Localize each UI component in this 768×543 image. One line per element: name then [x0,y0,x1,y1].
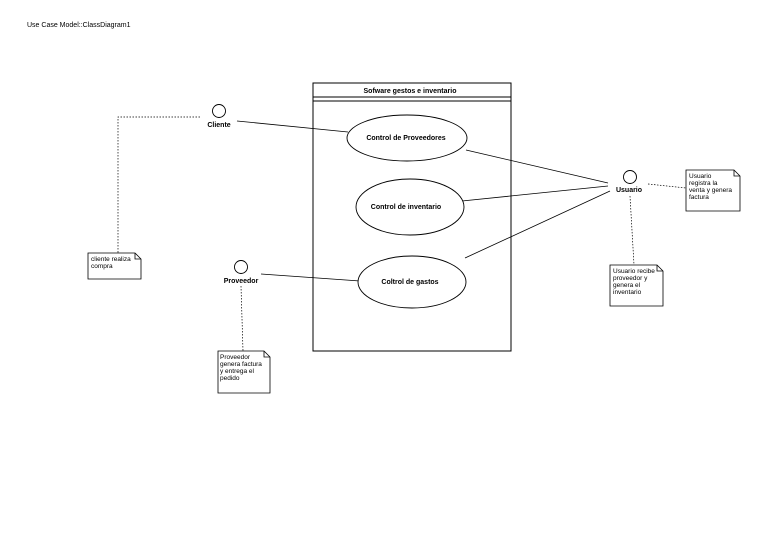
use-case-label: Control de inventario [371,204,441,211]
use-case-label: Coltrol de gastos [381,279,438,286]
note-line: y entrega el [220,368,255,375]
actor-cliente[interactable]: Cliente [207,104,231,130]
association-usuario-inventario [461,185,609,202]
note-line: cliente realiza [91,256,131,263]
note-proveedor[interactable]: Proveedor genera factura y entrega el pe… [217,350,271,394]
system-name: Sofware gestos e inventario [364,88,457,95]
connector-usuario-registra-note [647,183,687,189]
associations [236,120,611,282]
use-case-control-proveedores[interactable]: Control de Proveedores [346,114,468,162]
actor-label: Cliente [207,122,230,129]
note-line: Usuario recibe [613,268,655,275]
connector-usuario-recibe-note [629,195,635,266]
note-line: proveedor y [613,275,648,282]
connector-cliente-note [117,116,200,253]
association-usuario-gastos [464,190,611,259]
association-proveedor-gastos [260,273,361,282]
diagram-header: Use Case Model::ClassDiagram1 [27,22,131,29]
note-line: compra [91,263,113,270]
actor-proveedor[interactable]: Proveedor [224,260,259,286]
note-usuario-registra[interactable]: Usuario registra la venta y genera factu… [685,169,741,212]
note-line: venta y genera [689,187,732,194]
use-case-label: Control de Proveedores [366,135,445,142]
note-line: Usuario [689,173,712,180]
note-line: inventario [613,289,642,296]
note-cliente[interactable]: cliente realiza compra [87,252,142,280]
note-line: registra la [689,180,718,187]
actor-icon [623,170,637,184]
note-connectors [117,116,687,352]
note-line: pedido [220,375,240,382]
note-line: factura [689,194,709,201]
association-cliente-proveedores [236,120,349,133]
actor-label: Proveedor [224,278,259,285]
actor-icon [234,260,248,274]
use-case-control-gastos[interactable]: Coltrol de gastos [357,255,467,309]
actor-icon [212,104,226,118]
actor-label: Usuario [616,187,642,194]
connector-proveedor-note [240,285,244,352]
note-line: Proveedor [220,354,251,361]
use-case-control-inventario[interactable]: Control de inventario [355,178,465,236]
note-usuario-recibe[interactable]: Usuario recibe proveedor y genera el inv… [609,264,664,307]
note-line: genera factura [220,361,262,368]
note-line: genera el [613,282,641,289]
association-usuario-proveedores [465,149,609,184]
actor-usuario[interactable]: Usuario [616,170,642,195]
